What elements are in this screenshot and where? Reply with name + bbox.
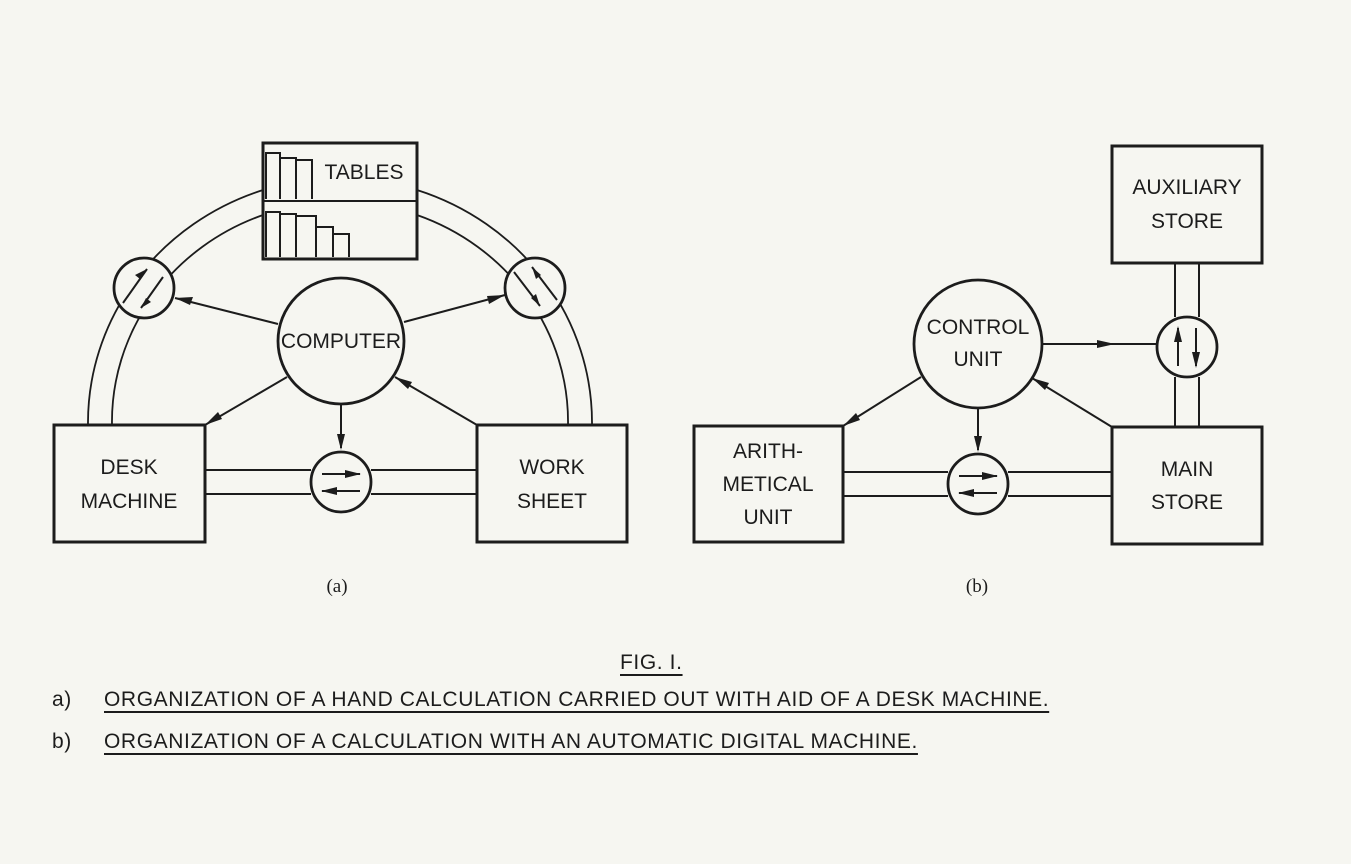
arithmetical-unit-label-line2: METICAL [722,473,813,496]
caption-b-text: ORGANIZATION OF A CALCULATION WITH AN AU… [104,730,918,753]
control-lines-b [842,340,1157,452]
transfer-lines-vertical [1174,263,1200,427]
arithmetical-unit-label-line1: ARITH- [733,440,803,463]
transfer-lines-b [843,471,1112,497]
caption-a: a) ORGANIZATION OF A HAND CALCULATION CAR… [52,688,1049,712]
figure-title: FIG. I. [620,651,683,674]
main-store-label-line2: STORE [1151,491,1223,514]
panel-a-label: (a) [326,576,347,597]
table-bars-icon [265,152,350,257]
transfer-switch-vertical [1155,315,1219,379]
control-unit-label-line1: CONTROL [927,316,1030,339]
tables-switch-left [112,256,176,320]
computer-node: COMPUTER [276,276,406,406]
tables-box: TABLES [261,141,419,261]
caption-a-text: ORGANIZATION OF A HAND CALCULATION CARRI… [104,688,1050,711]
panel-b-label: (b) [966,576,988,597]
control-unit-node: CONTROL UNIT [912,278,1044,410]
desk-machine-box: DESK MACHINE [52,423,207,544]
desk-machine-label-line1: DESK [100,456,157,479]
caption-a-key: a) [52,688,72,711]
control-unit-label-line2: UNIT [954,348,1003,371]
computer-label: COMPUTER [281,330,401,353]
tables-switch-right [503,256,567,320]
work-sheet-label-line2: SHEET [517,490,587,513]
work-sheet-box: WORK SHEET [475,423,629,544]
tables-label: TABLES [325,161,404,184]
work-sheet-label-line1: WORK [519,456,584,479]
desk-machine-label-line2: MACHINE [81,490,178,513]
auxiliary-store-label-line2: STORE [1151,210,1223,233]
caption-b-key: b) [52,730,72,753]
auxiliary-store-box: AUXILIARY STORE [1110,144,1264,265]
transfer-switch-b [946,452,1010,516]
arithmetical-unit-box: ARITH- METICAL UNIT [692,424,845,544]
transfer-lines-a [205,469,477,495]
auxiliary-store-label-line1: AUXILIARY [1132,176,1241,199]
caption-b: b) ORGANIZATION OF A CALCULATION WITH AN … [52,730,918,754]
main-store-box: MAIN STORE [1110,425,1264,546]
computer-control-lines [174,294,506,450]
transfer-switch-a [309,450,373,514]
main-store-label-line1: MAIN [1161,458,1214,481]
arithmetical-unit-label-line3: UNIT [744,506,793,529]
